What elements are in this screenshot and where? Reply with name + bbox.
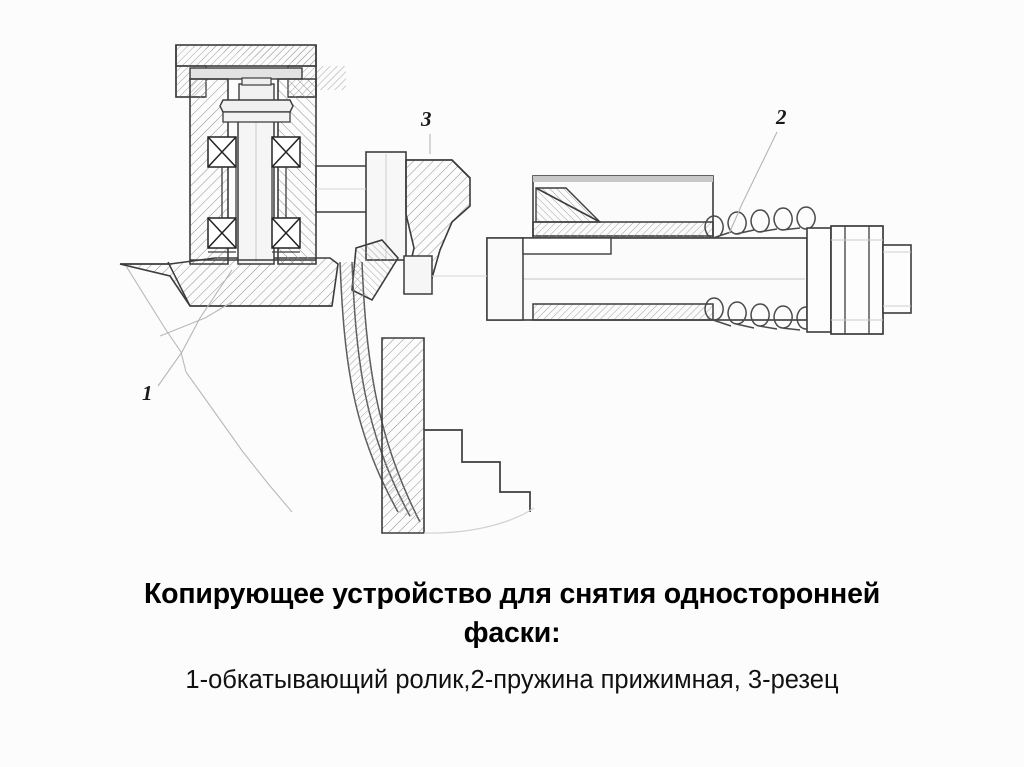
leader-1	[157, 269, 233, 387]
leader-2	[728, 131, 778, 235]
hex-nut-assembly	[806, 225, 912, 335]
chip-hatch	[340, 262, 420, 522]
workpiece-body	[119, 257, 339, 307]
callout-label-1: 1	[142, 381, 153, 405]
callout-label-2: 2	[775, 105, 787, 129]
construction-lines	[316, 188, 487, 277]
cutter-holder	[315, 151, 471, 295]
roller-bolt	[219, 77, 294, 123]
stepped-support-block	[381, 337, 535, 534]
drawing-canvas: 1 2 3	[119, 44, 912, 534]
callout-leaders	[157, 131, 778, 387]
spring-coils-bottom	[704, 297, 816, 331]
figure-caption: Копирующее устройство для снятия односто…	[0, 575, 1024, 697]
spring-housing-block	[532, 175, 714, 239]
caption-title-line-1: Копирующее устройство для снятия односто…	[143, 578, 881, 610]
workpiece-outline	[125, 265, 293, 513]
spring-rod	[486, 237, 808, 321]
roller-housing	[175, 44, 346, 265]
bearing-elements	[207, 136, 301, 249]
caption-title-line-2: фаски:	[463, 617, 561, 649]
spring-coils-top	[704, 206, 816, 239]
pressure-spring	[704, 206, 816, 331]
technical-drawing-figure: 1 2 3	[119, 44, 912, 534]
callout-label-3: 3	[420, 107, 432, 131]
caption-legend: 1-обкатывающий ролик,2-пружина прижимная…	[185, 666, 839, 694]
